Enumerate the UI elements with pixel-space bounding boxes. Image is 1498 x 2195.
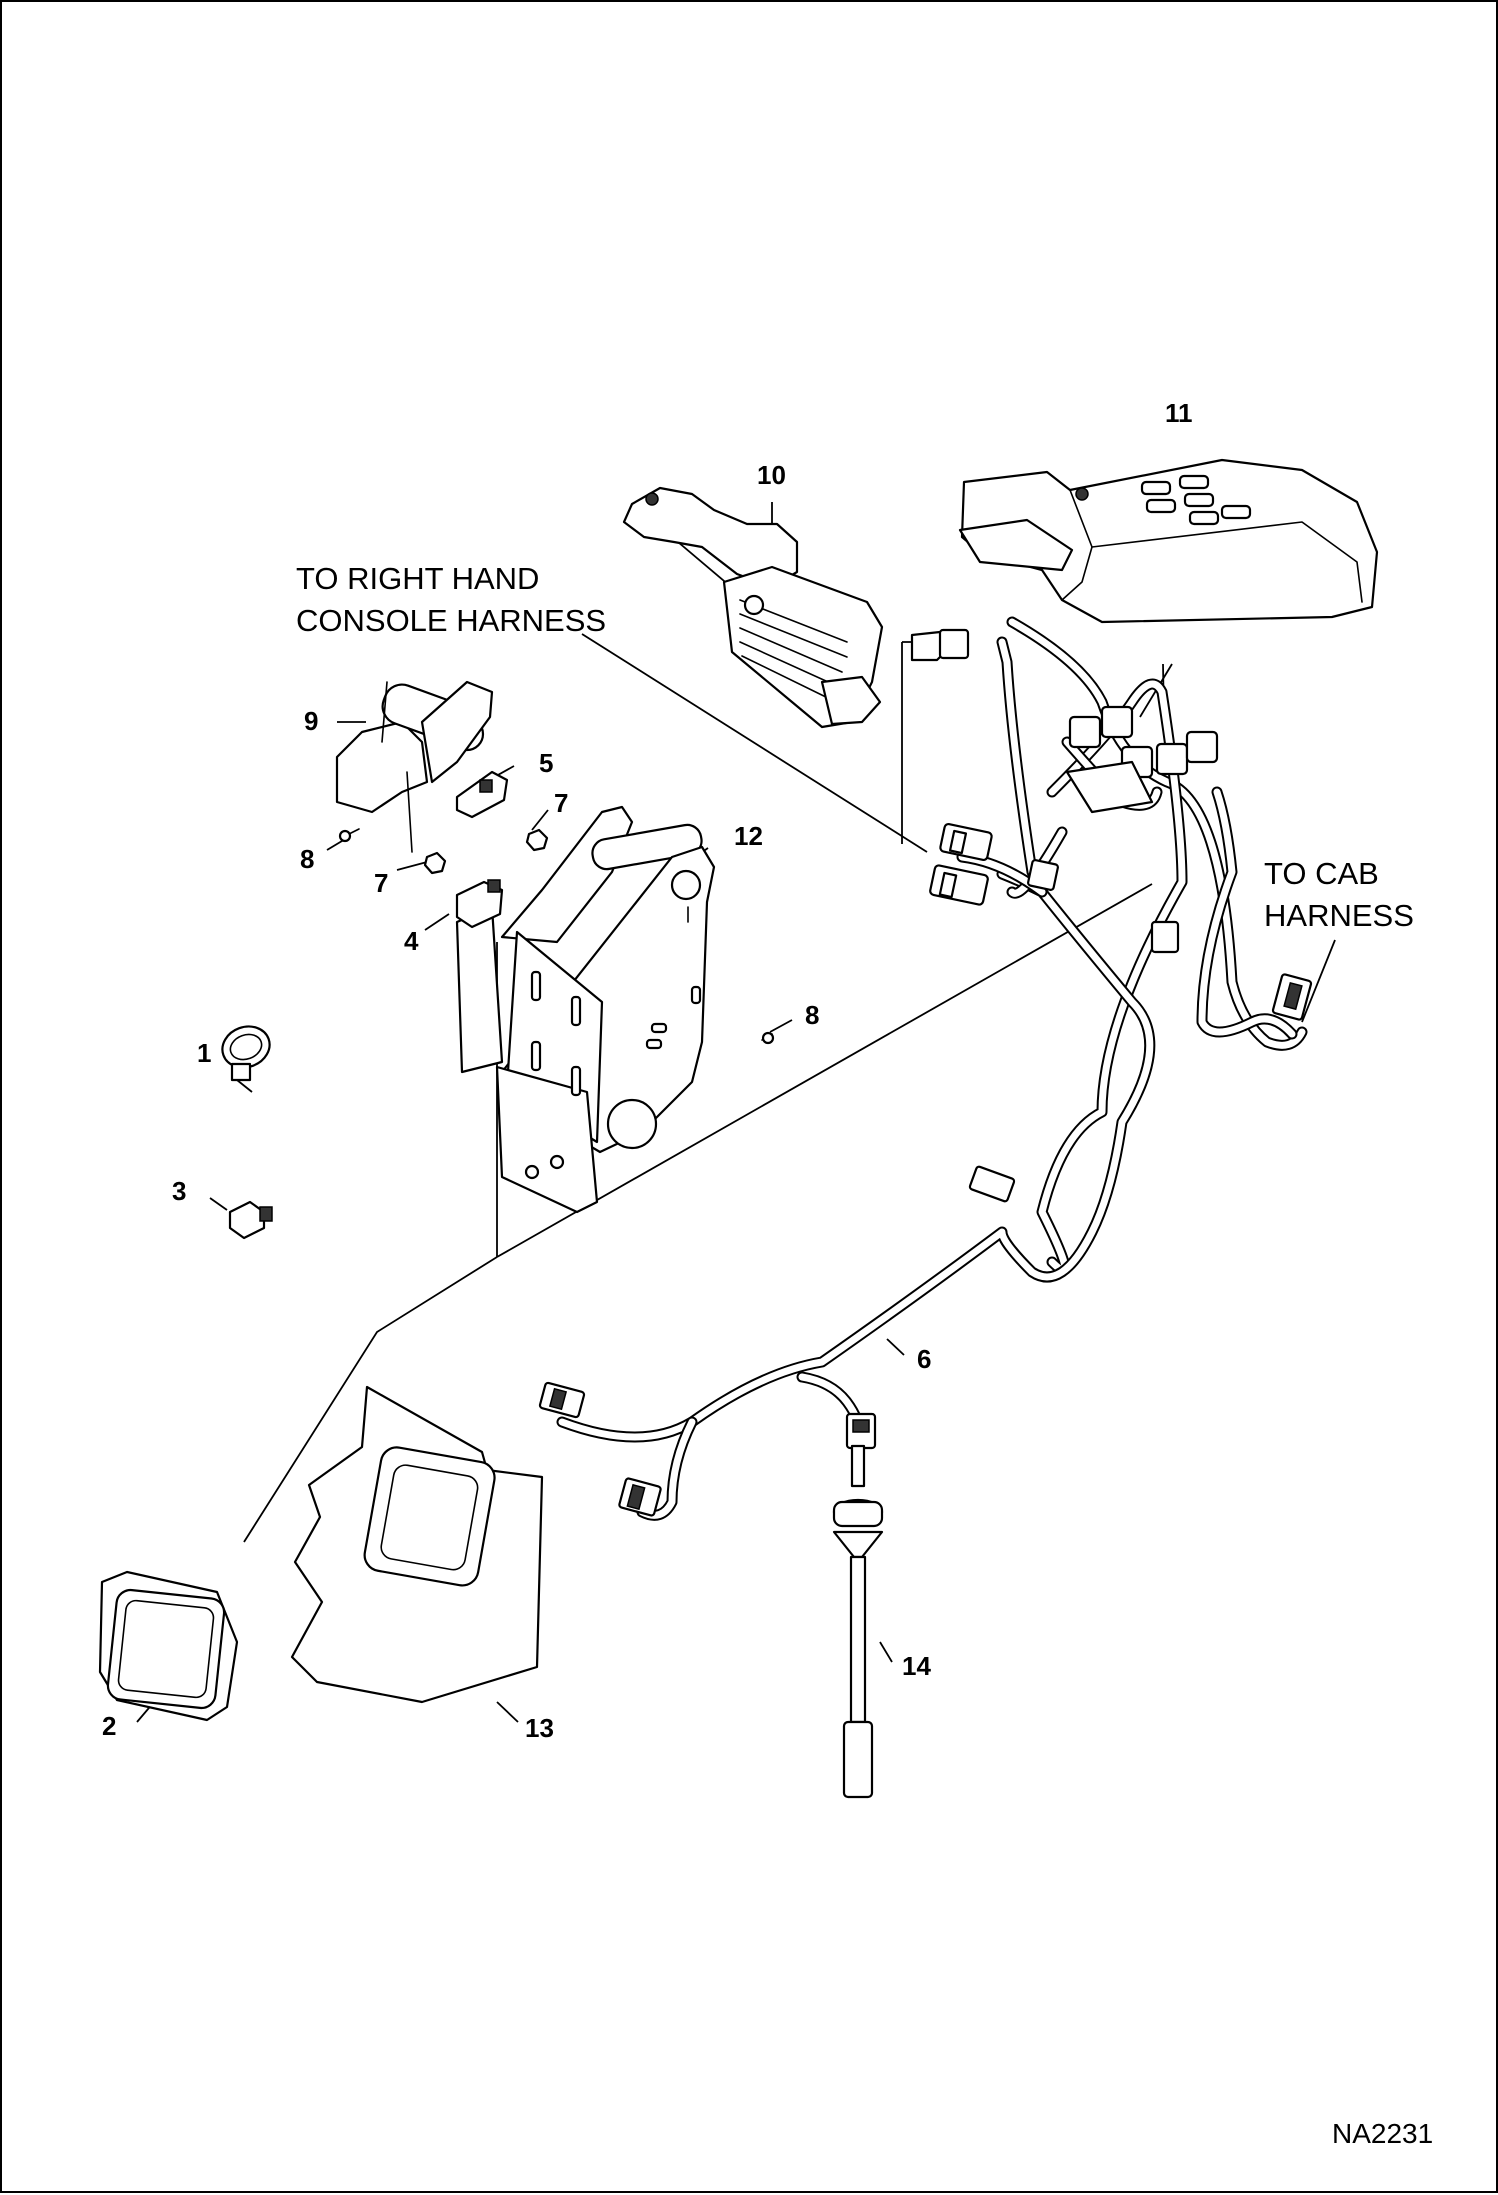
tube-bracket-part xyxy=(335,680,494,853)
callout-1: 1 xyxy=(197,1038,211,1068)
note-cab-line1: TO CAB xyxy=(1264,856,1379,891)
callout-14: 14 xyxy=(902,1651,931,1681)
switch-part-4 xyxy=(455,879,504,929)
lamp-part xyxy=(98,1570,239,1722)
connector-group-right-hand xyxy=(929,822,1059,906)
callout-2: 2 xyxy=(102,1711,116,1741)
callout-6: 6 xyxy=(917,1344,931,1374)
note-right-hand-line2: CONSOLE HARNESS xyxy=(296,603,606,638)
clip-part xyxy=(228,1200,273,1240)
connector-light xyxy=(618,1477,662,1517)
harness-notes: TO RIGHT HAND CONSOLE HARNESS TO CAB HAR… xyxy=(296,561,1414,933)
joystick-part xyxy=(622,486,970,729)
nut-part-7b xyxy=(423,851,447,875)
screw-part-8a xyxy=(338,828,360,843)
note-right-hand-line1: TO RIGHT HAND xyxy=(296,561,539,596)
callout-11: 11 xyxy=(1165,398,1193,428)
callout-4: 4 xyxy=(404,926,419,956)
note-cab-line2: HARNESS xyxy=(1264,898,1414,933)
callout-5: 5 xyxy=(539,748,553,778)
callout-12: 12 xyxy=(734,821,763,851)
connector-sensor xyxy=(845,1412,877,1450)
mount-bracket-part xyxy=(455,805,716,1214)
connector-lower-mid xyxy=(968,1165,1016,1203)
harness-connectors xyxy=(538,705,1313,1517)
cable-tie-part xyxy=(221,1025,271,1082)
level-sensor-part xyxy=(832,1444,884,1799)
figure-id: NA2231 xyxy=(1332,2118,1433,2149)
control-cover-part xyxy=(958,458,1379,624)
callout-10: 10 xyxy=(757,460,786,490)
screw-part-8b xyxy=(761,1031,775,1045)
connector-cab-harness xyxy=(1271,973,1313,1021)
connector-group-upper xyxy=(1065,705,1219,814)
cab-panel-part xyxy=(290,1385,544,1704)
connector-lower-left xyxy=(538,1381,586,1419)
callout-7b: 7 xyxy=(374,868,388,898)
connector-mid xyxy=(1150,920,1180,954)
callout-9: 9 xyxy=(304,706,318,736)
callout-7a: 7 xyxy=(554,788,568,818)
callout-8a: 8 xyxy=(300,844,314,874)
nut-part-7a xyxy=(525,828,549,852)
callout-3: 3 xyxy=(172,1176,186,1206)
callout-8b: 8 xyxy=(805,1000,819,1030)
switch-part-5 xyxy=(455,770,509,819)
callout-labels: 1 2 3 4 5 6 7 7 8 8 9 10 11 12 13 14 xyxy=(102,398,1193,1743)
callout-13: 13 xyxy=(525,1713,554,1743)
